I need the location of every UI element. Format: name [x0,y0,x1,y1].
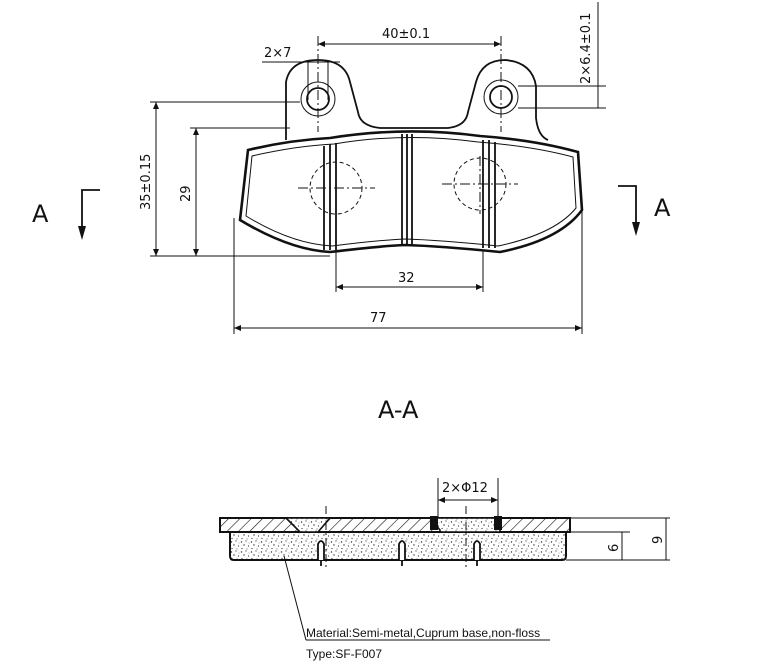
material-leader [283,555,550,641]
dim-overall-length: 77 [233,210,583,334]
dim-overall-height: 35±0.15 [139,101,330,257]
dim-pad-height: 29 [179,127,290,256]
dim-slot-spacing: 32 [335,250,484,292]
dim-slot-spacing-label: 32 [398,271,415,286]
pin-circles [309,157,507,215]
section-center-lines [325,506,467,570]
dim-pad-height-label: 29 [179,185,194,202]
backing-plate-outline [285,59,549,141]
section-marker-right: A [618,185,671,236]
material-note: Material:Semi-metal,Cuprum base,non-flos… [306,626,540,640]
dim-overall-length-label: 77 [370,311,387,326]
dim-thickness: 6 9 [566,517,670,561]
pad-slots [323,134,496,250]
backing-plate-section [219,517,571,533]
dim-bolt-hole-label: 2×7 [264,46,291,61]
dim-friction-thickness-label: 6 [607,544,622,552]
dim-pin-diameter-label: 2×Φ12 [442,481,488,496]
dim-total-thickness-label: 9 [651,536,666,544]
section-view: 2×Φ12 6 9 Material:Semi-metal,Cuprum bas… [219,478,670,661]
dim-bolt-hole: 2×7 [262,46,340,100]
dim-overall-height-label: 35±0.15 [139,154,154,210]
section-marker-left-label: A [32,200,49,228]
section-marker-right-label: A [654,194,671,222]
top-view: 2×7 40±0.1 2×6.4±0.1 35±0.15 29 [32,2,671,334]
dim-hole-spacing-label: 40±0.1 [382,27,430,42]
pad-outline [238,130,584,254]
dim-pin-diameter: 2×Φ12 [437,478,499,518]
pad-inner-outline [245,136,577,247]
center-lines [298,36,518,218]
friction-slots [317,540,481,566]
dim-hole-spacing: 40±0.1 [318,27,501,47]
friction-material-section [229,531,567,561]
pin-openings [284,516,502,533]
dim-tab-height-label: 2×6.4±0.1 [579,13,594,84]
type-note: Type:SF-F007 [306,647,382,661]
section-title: A-A [378,396,419,424]
dim-tab-height: 2×6.4±0.1 [518,2,606,109]
section-marker-left: A [32,189,100,240]
